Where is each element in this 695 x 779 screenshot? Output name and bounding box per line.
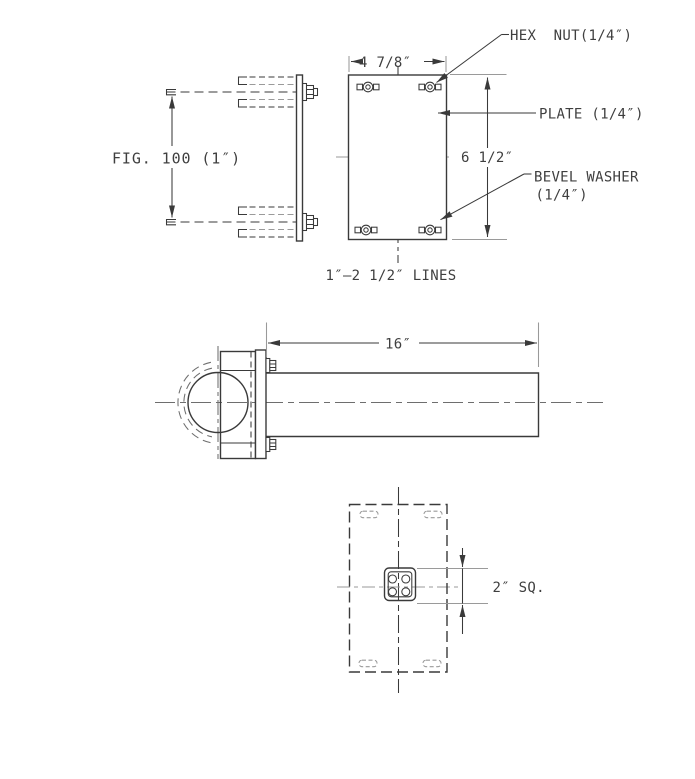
side-view-fig100: FIG. 100 (1″) <box>112 74 319 242</box>
hex-nut-facets <box>306 88 314 96</box>
hex-nut-symbol <box>269 359 277 372</box>
width-dimension-text: 4 7/8″ <box>359 55 411 71</box>
tube-size-dimension: 2″ SQ. <box>417 548 545 634</box>
bevel-washer-callout: BEVEL WASHER (1/4″) <box>440 170 639 221</box>
square-tube-section <box>383 567 417 602</box>
thread-bracket <box>237 228 247 238</box>
bolt-tip <box>312 87 319 97</box>
nut-flat <box>434 226 442 234</box>
bottom-bolt-hardware <box>265 436 277 453</box>
bolt-end-circle <box>401 587 411 597</box>
nut-flat <box>434 83 442 91</box>
plate-outline <box>347 74 448 241</box>
bolt-symbol-top-left <box>356 81 380 93</box>
arm-length-dimension-text: 16″ <box>385 337 411 353</box>
slot-hole-top-right <box>423 510 443 519</box>
clamp-outline <box>219 350 257 460</box>
lines-note-text: 1″–2 1/2″ LINES <box>326 268 457 284</box>
top-bolt-hardware <box>265 357 277 374</box>
hex-nut-symbol <box>305 214 315 230</box>
height-dimension: 6 1/2″ <box>450 73 513 241</box>
washer-circle <box>360 224 372 236</box>
width-dimension: 4 7/8″ <box>348 55 447 72</box>
thread-bracket <box>237 98 247 108</box>
nut-flat <box>418 226 426 234</box>
hex-nut-symbol <box>305 84 315 100</box>
bevel-washer-callout-text-line1: BEVEL WASHER <box>534 170 639 186</box>
bolt-circle <box>427 227 433 233</box>
hex-nut-facets <box>269 442 276 448</box>
hex-nut-callout-text: HEX NUT(1/4″) <box>510 28 632 44</box>
slot-hole-bottom-right <box>422 659 442 668</box>
thread-bracket <box>237 206 247 216</box>
bolt-end-circle <box>401 574 411 584</box>
hex-nut-facets <box>306 218 314 226</box>
bolt-symbol-bottom-left <box>354 224 378 236</box>
post-pipe-circle <box>187 371 249 434</box>
thread-bracket <box>237 76 247 86</box>
figure-label: FIG. 100 (1″) <box>112 150 241 168</box>
nut-flat <box>370 226 378 234</box>
bottom-plan-view: 2″ SQ. <box>337 487 545 693</box>
plate-front-view: 4 7/8″ 6 1/2″ HEX NUT(1/4″) PLATE (1/4″)… <box>326 28 644 284</box>
bolt-circle <box>365 84 371 90</box>
height-dimension-text: 6 1/2″ <box>461 150 513 166</box>
bolt-symbol-bottom-right <box>418 224 442 236</box>
bevel-washer-callout-text-line2: (1/4″) <box>536 188 588 204</box>
washer-symbol <box>265 357 271 374</box>
u-bolt-hidden-arc-outer <box>177 361 212 444</box>
slot-hole-top-left <box>359 510 379 519</box>
plate-callout-text: PLATE (1/4″) <box>539 107 644 123</box>
slot-hole-bottom-left <box>358 659 378 668</box>
arm-length-dimension: 16″ <box>265 322 540 367</box>
bolt-circle <box>427 84 433 90</box>
bolt-end-circle <box>387 574 398 584</box>
plate-callout: PLATE (1/4″) <box>438 107 644 123</box>
bolt-circle <box>363 227 369 233</box>
plate-edge-outline <box>295 74 304 242</box>
nut-flat <box>372 83 380 91</box>
bolt-symbol-top-right <box>418 81 442 93</box>
washer-circle <box>424 224 436 236</box>
hex-nut-callout: HEX NUT(1/4″) <box>436 28 632 83</box>
arm-tube-outline <box>266 372 540 438</box>
nut-flat <box>354 226 362 234</box>
bottom-bolt-assembly <box>165 206 319 238</box>
tube-outer-wall <box>383 567 417 602</box>
tube-inner-wall <box>387 571 413 598</box>
washer-symbol <box>265 436 271 453</box>
clamp-body <box>219 350 257 460</box>
arm-side-view: 16″ <box>155 322 603 460</box>
bolt-tip <box>312 217 319 227</box>
leader-line <box>436 34 502 83</box>
nut-flat <box>356 83 364 91</box>
top-bolt-assembly <box>165 76 319 108</box>
leader-line <box>440 173 525 221</box>
hidden-plate-outline <box>348 503 448 673</box>
washer-circle <box>362 81 374 93</box>
washer-circle <box>424 81 436 93</box>
tube-size-dimension-text: 2″ SQ. <box>493 580 545 596</box>
u-bolt-hidden-arc-inner <box>183 367 213 438</box>
plate-edge-outline <box>254 349 267 460</box>
hex-nut-symbol <box>269 438 277 451</box>
nut-flat <box>418 83 426 91</box>
hex-nut-facets <box>269 363 276 369</box>
bolt-end-circle <box>387 587 398 597</box>
